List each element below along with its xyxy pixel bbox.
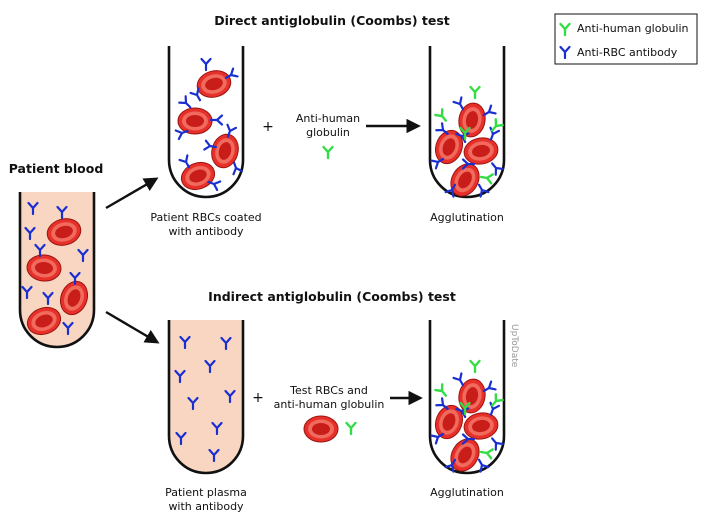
indirect-test-title: Indirect antiglobulin (Coombs) test <box>208 289 456 304</box>
agglutination-caption-indirect: Agglutination <box>430 486 504 499</box>
blue-antibody-icon <box>487 434 504 451</box>
watermark: UpToDate <box>509 324 519 368</box>
patient-plasma-tube <box>167 320 245 475</box>
green-antibody-icon <box>469 359 481 374</box>
green-antibody-icon <box>479 446 494 460</box>
plus-sign-indirect: + <box>252 390 264 406</box>
legend-label-anti-rbc-antibody: Anti-RBC antibody <box>577 46 678 59</box>
green-antibody-icon <box>469 85 481 100</box>
green-antibody-icon <box>322 145 334 160</box>
plus-sign-direct: + <box>262 119 274 135</box>
rbc-cell <box>461 134 501 168</box>
test-rbc-label-line1: Test RBCs and <box>289 384 368 397</box>
plasma-caption-line2: with antibody <box>168 500 244 513</box>
patient-blood-tube <box>18 192 96 349</box>
rbc-cell <box>177 107 213 135</box>
agglutination-tube-direct <box>428 46 506 202</box>
arrow-to-direct <box>105 177 159 210</box>
green-antibody-icon <box>479 171 494 185</box>
legend-label-anti-human-globulin: Anti-human globulin <box>577 22 689 35</box>
test-rbc-label-line2: anti-human globulin <box>274 398 385 411</box>
rbc-cell <box>207 130 243 172</box>
green-antibody-icon <box>434 383 451 400</box>
blue-antibody-icon <box>209 114 224 126</box>
rbc-cell <box>461 409 501 443</box>
ahg-label-line1: Anti-human <box>296 112 360 125</box>
arrow-to-indirect <box>105 310 160 344</box>
direct-test-title: Direct antiglobulin (Coombs) test <box>214 13 450 28</box>
plasma-caption-line1: Patient plasma <box>165 486 247 499</box>
agglutination-tube-indirect <box>428 320 506 477</box>
coated-rbc-tube <box>167 46 245 199</box>
agglutination-caption-direct: Agglutination <box>430 211 504 224</box>
legend: Anti-human globulin Anti-RBC antibody <box>554 13 698 65</box>
green-antibody-icon <box>345 421 357 436</box>
rbc-cell <box>303 415 339 443</box>
patient-blood-label: Patient blood <box>9 161 104 176</box>
coated-rbc-caption-line1: Patient RBCs coated <box>150 211 261 224</box>
rbc-cell <box>193 66 235 102</box>
ahg-label-line2: globulin <box>306 126 350 139</box>
blue-antibody-icon <box>200 57 212 72</box>
coated-rbc-caption-line2: with antibody <box>168 225 244 238</box>
green-antibody-icon <box>434 108 451 125</box>
